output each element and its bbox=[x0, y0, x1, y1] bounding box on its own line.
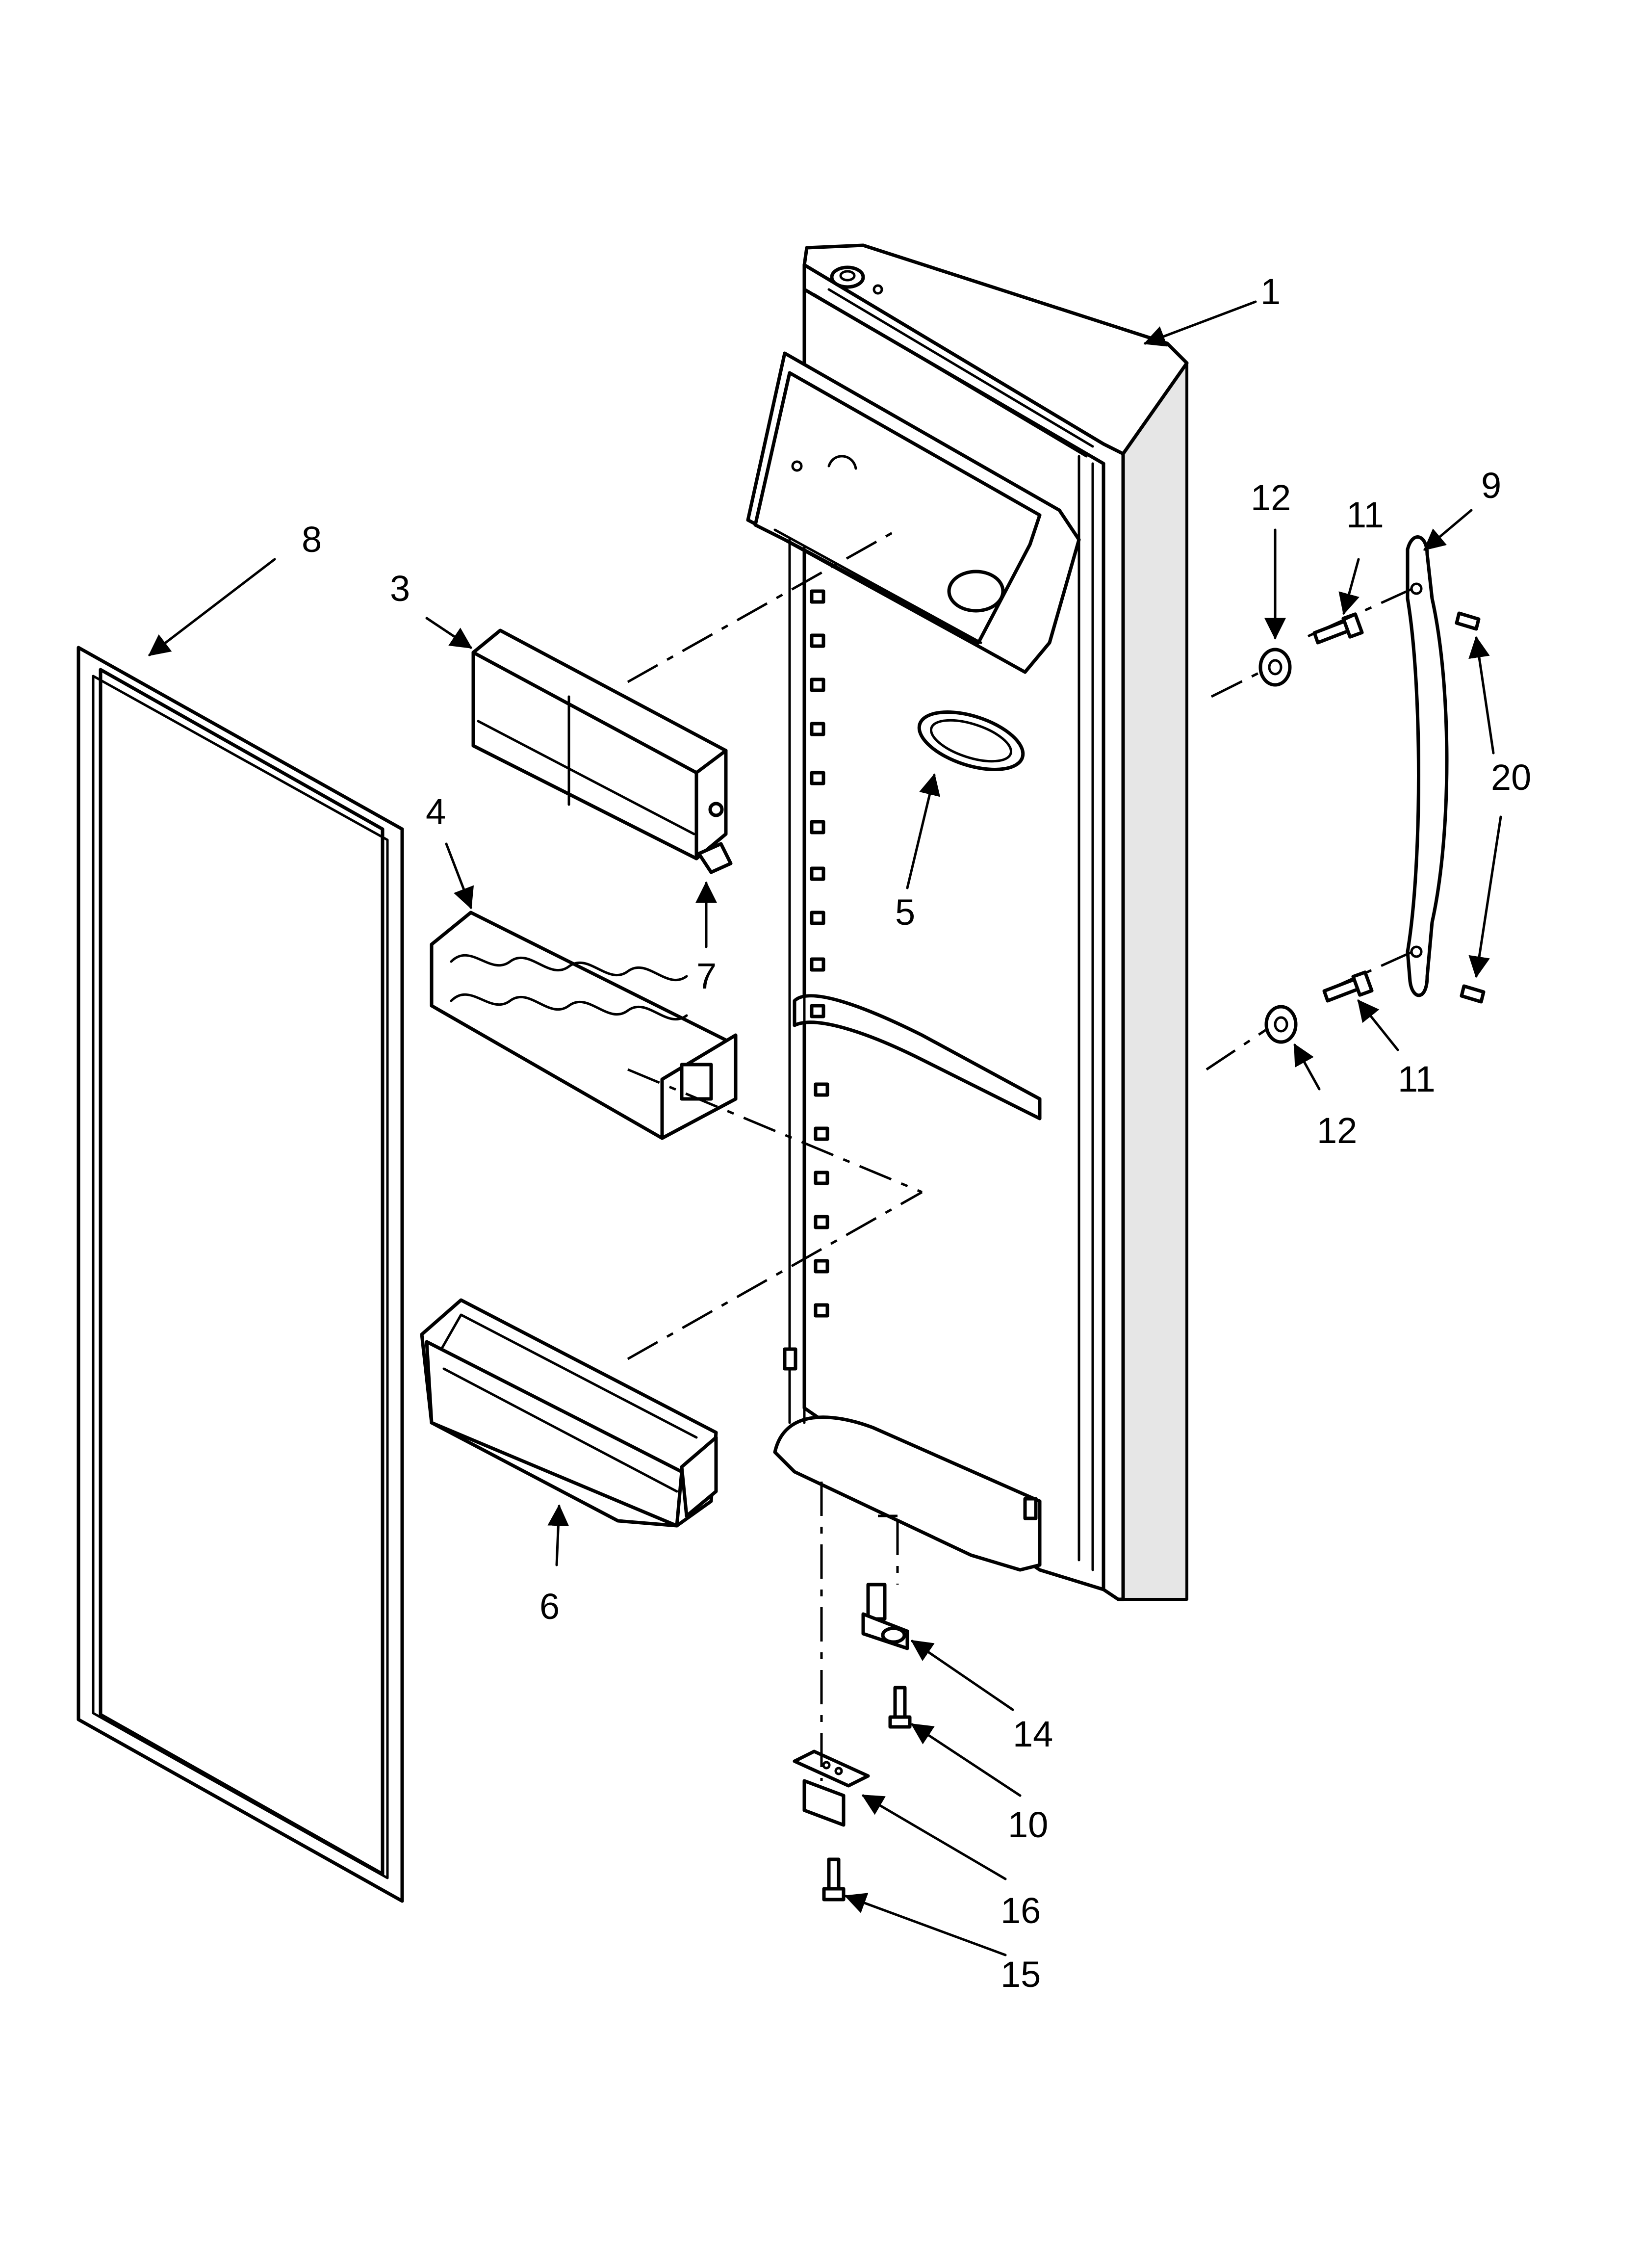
lower-hinge-part-14 bbox=[861, 1583, 909, 1650]
callout-8: 8 bbox=[302, 519, 322, 560]
dairy-hinge-part-7 bbox=[697, 842, 733, 874]
egg-tray-part-4 bbox=[430, 911, 738, 1140]
callout-labels: 1 8 3 4 5 6 7 9 12 11 20 11 12 14 10 16 … bbox=[302, 271, 1531, 1995]
door-bin-part-6 bbox=[420, 1298, 718, 1528]
set-screw-part-20-top bbox=[1455, 611, 1481, 631]
callout-9: 9 bbox=[1481, 465, 1501, 506]
shelf-cleats bbox=[810, 589, 829, 1318]
callout-5: 5 bbox=[895, 892, 915, 933]
callout-12-bottom: 12 bbox=[1317, 1110, 1357, 1151]
callout-11-bottom: 11 bbox=[1398, 1059, 1436, 1099]
callout-20: 20 bbox=[1491, 757, 1531, 798]
callout-1: 1 bbox=[1260, 271, 1281, 312]
callout-3: 3 bbox=[390, 568, 410, 609]
callout-12-top: 12 bbox=[1251, 477, 1291, 518]
callout-10: 10 bbox=[1008, 1804, 1048, 1845]
set-screw-part-20-bottom bbox=[1460, 984, 1486, 1004]
handle-screw-part-11-bottom bbox=[1322, 970, 1374, 1003]
callout-7: 7 bbox=[696, 956, 717, 996]
assembly-lines bbox=[627, 528, 1413, 1781]
handle-spacer-part-12-bottom bbox=[1264, 1005, 1298, 1044]
oval-badge-part-5 bbox=[917, 710, 1025, 771]
handle-spacer-part-12-top bbox=[1258, 648, 1292, 687]
callout-leaders bbox=[148, 300, 1502, 1956]
dairy-door-part-3 bbox=[471, 628, 728, 860]
hinge-screw-part-10 bbox=[888, 1686, 912, 1729]
callout-6: 6 bbox=[539, 1586, 560, 1627]
callout-15: 15 bbox=[1001, 1954, 1041, 1995]
callout-11-top: 11 bbox=[1346, 495, 1384, 535]
bracket-screw-part-15 bbox=[822, 1857, 846, 1902]
handle-screw-part-11-top bbox=[1312, 612, 1364, 645]
hinge-bracket-part-16 bbox=[793, 1749, 870, 1827]
refrigerator-door-part-1 bbox=[746, 243, 1189, 1601]
callout-4: 4 bbox=[426, 791, 446, 832]
callout-14: 14 bbox=[1013, 1714, 1053, 1754]
callout-16: 16 bbox=[1001, 1890, 1041, 1931]
door-handle-part-9 bbox=[1406, 535, 1449, 997]
door-gasket-part-8 bbox=[77, 646, 404, 1903]
